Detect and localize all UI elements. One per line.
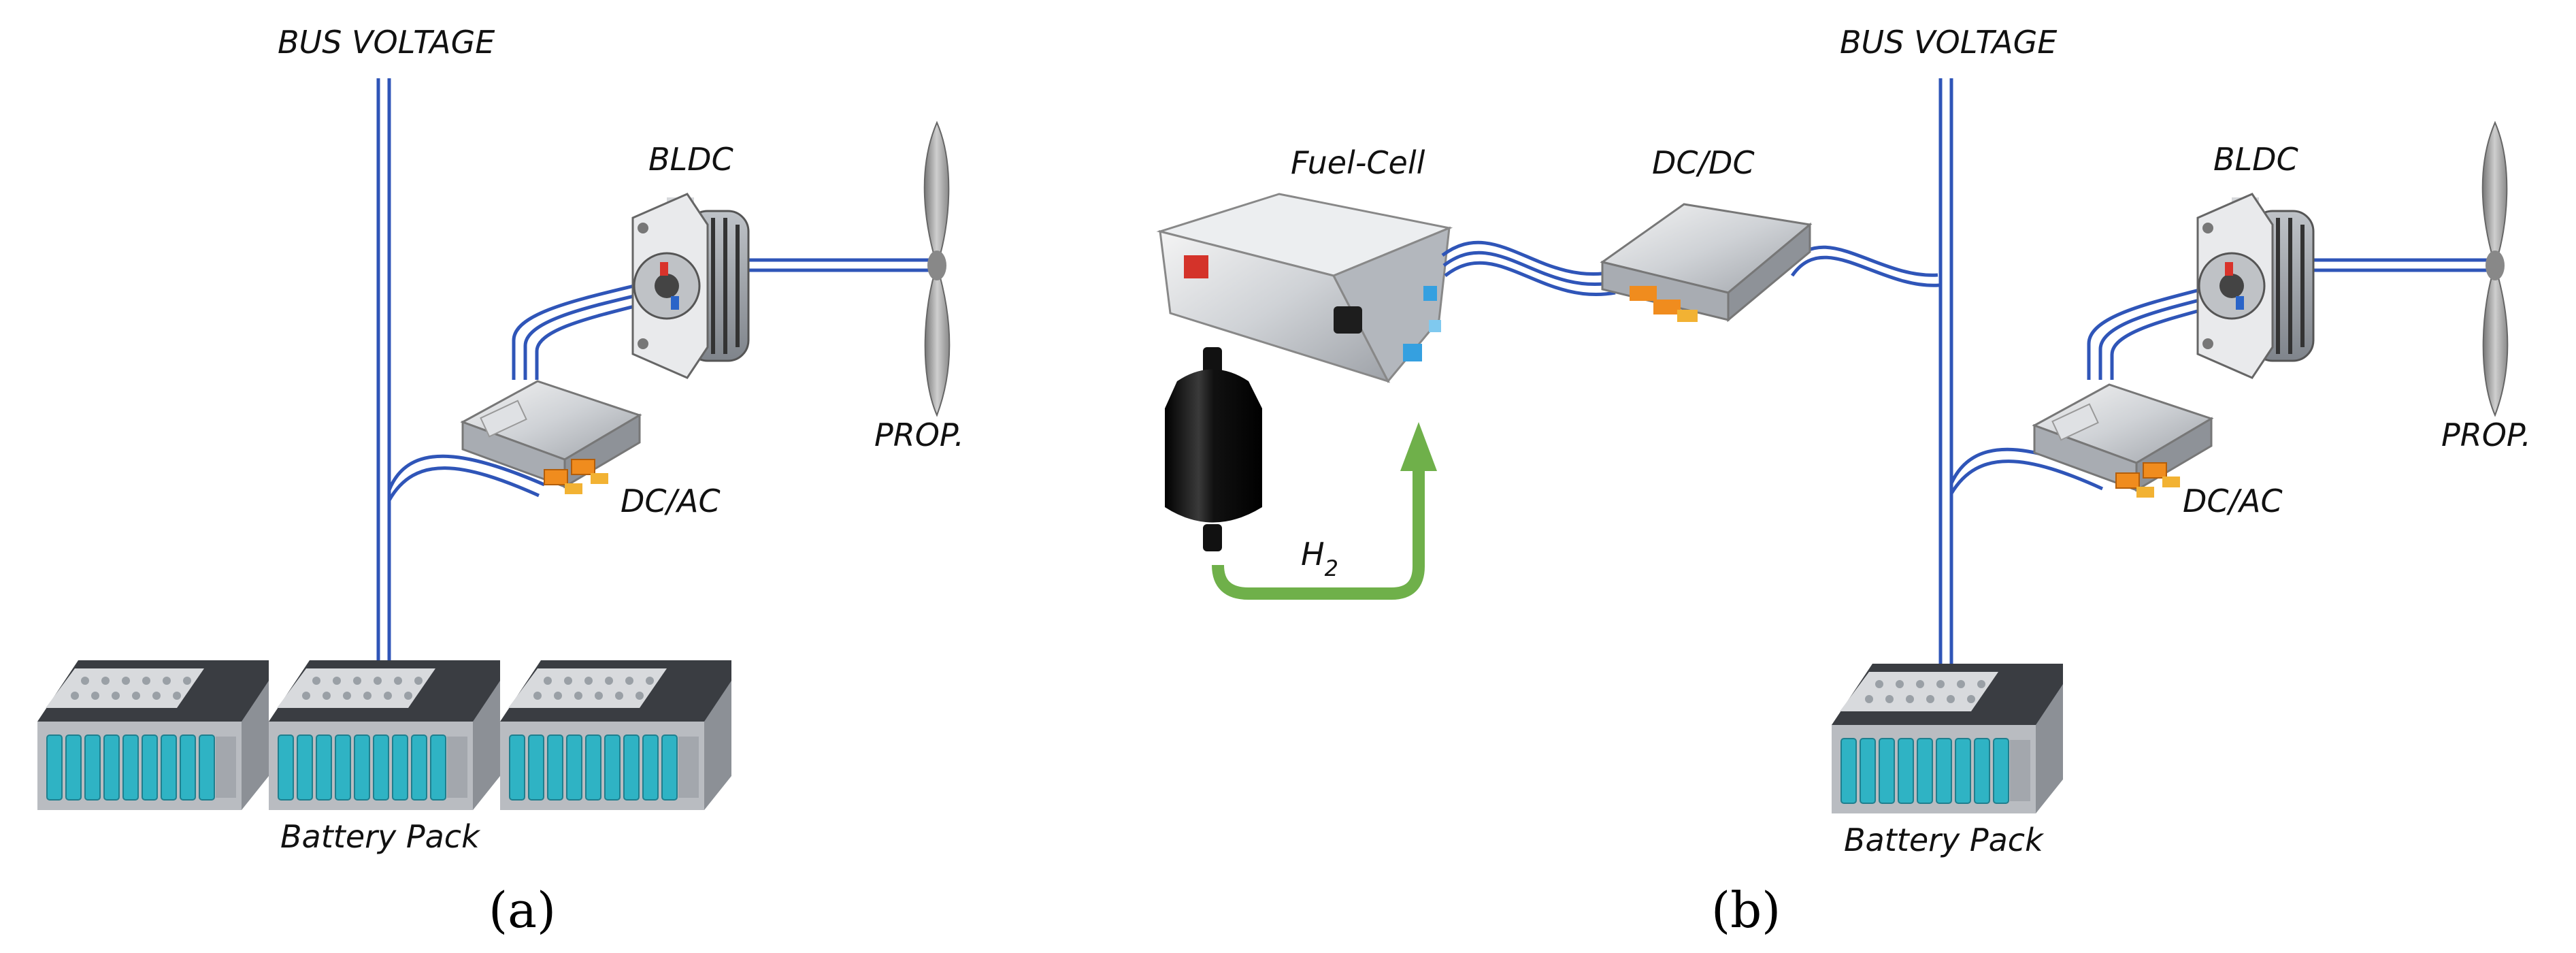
- bldc-label-a: BLDC: [648, 141, 733, 178]
- dc-ac-label-b: DC/AC: [2183, 483, 2283, 519]
- battery-pack-label-a: Battery Pack: [280, 818, 481, 855]
- fuel-cell-stack: [1156, 193, 1453, 383]
- bus-voltage-label-a: BUS VOLTAGE: [278, 24, 495, 61]
- shaft-motor-to-prop-a: [748, 258, 934, 272]
- battery-module-b: [1831, 663, 2064, 814]
- wire-inverter-to-motor-a: [512, 282, 646, 380]
- hydrogen-flow-arrow: [1212, 470, 1425, 600]
- caption-a: (a): [489, 882, 556, 939]
- dc-dc-label: DC/DC: [1652, 144, 1755, 181]
- panel-b: Fuel-Cell DC/DC H2 BUS VOLTAGE BLDC PROP…: [1156, 24, 2531, 939]
- dc-dc-converter: [1600, 203, 1813, 323]
- bus-voltage-label-b: BUS VOLTAGE: [1840, 24, 2057, 61]
- hydrogen-label: H2: [1301, 536, 1338, 581]
- bldc-motor-b: [2198, 194, 2313, 378]
- bus-voltage-line-b: [1938, 78, 1953, 667]
- battery-module-1: [37, 660, 269, 811]
- prop-label-a: PROP.: [874, 417, 964, 453]
- bldc-label-b: BLDC: [2213, 141, 2298, 178]
- caption-b: (b): [1711, 882, 1781, 939]
- wire-inverter-to-motor-b: [2087, 287, 2211, 380]
- hydrogen-symbol: H: [1301, 536, 1325, 572]
- wire-bus-to-inverter-a: [387, 454, 545, 502]
- hydrogen-tank: [1165, 347, 1262, 551]
- propeller-a: [923, 122, 951, 416]
- wire-dcdc-to-bus: [1789, 245, 1940, 287]
- battery-module-3: [499, 660, 732, 811]
- battery-pack-label-b: Battery Pack: [1844, 822, 2045, 858]
- hydrogen-arrow-head: [1400, 422, 1437, 471]
- dc-ac-inverter-b: [2033, 383, 2213, 499]
- bus-voltage-line-a: [376, 78, 391, 664]
- wire-fuelcell-to-dcdc: [1441, 240, 1616, 296]
- panel-a: BUS VOLTAGE BLDC PROP. DC/AC Battery Pac…: [37, 24, 964, 939]
- shaft-motor-to-prop-b: [2313, 258, 2490, 272]
- bldc-motor-a: [633, 194, 748, 378]
- prop-label-b: PROP.: [2441, 417, 2531, 453]
- fuel-cell-label: Fuel-Cell: [1291, 144, 1425, 181]
- dc-ac-label-a: DC/AC: [621, 483, 721, 519]
- battery-module-2: [268, 660, 501, 811]
- propeller-b: [2481, 122, 2509, 416]
- hydrogen-subscript: 2: [1325, 555, 1338, 581]
